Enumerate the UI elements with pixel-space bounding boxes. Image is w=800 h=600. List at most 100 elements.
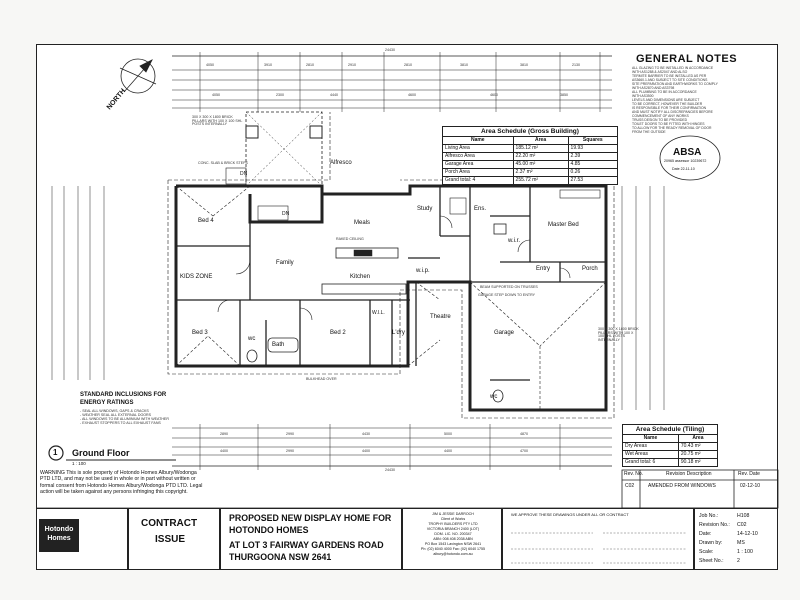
table-row: Alfresco Area 22.20 m² 2.39 (442, 152, 619, 161)
builder-line: TROPHY BUILDERS PTY LTD (428, 522, 478, 526)
list-item: - SEAL ALL WINDOWS, GAPS & CRACKS (80, 409, 149, 413)
area-schedule-tiling-title: Area Schedule (Tiling) (622, 424, 718, 434)
general-note-line: LEVELS AND DIMENSIONS ARE SUBJECT (632, 98, 700, 102)
table-row: Living Area 185.12 m² 19.93 (442, 144, 619, 153)
issue-label: ISSUE (155, 534, 186, 545)
dim-bottom-5: 4870 (520, 432, 528, 436)
revision-number: C02 (737, 522, 747, 528)
table-cell: Alfresco Area (442, 152, 514, 161)
revision-row-desc: AMENDED FROM WINDOWS (648, 483, 716, 489)
general-note-line: TOILET DOORS TO BE FITTED WITH HINGES (632, 122, 705, 126)
table-header: Area (677, 434, 719, 443)
dim-top2-1: 4050 (212, 93, 220, 97)
dim-bottom-overall: 24430 (385, 468, 395, 472)
general-note-line: TERMITE BARRIER TO BE INSTALLED AS PER (632, 74, 707, 78)
room-wir: w.i.r. (508, 238, 521, 244)
table-cell: 90.18 m² (677, 458, 719, 467)
table-cell: 20.75 m² (677, 450, 719, 459)
note-beam: BEAM SUPPORTED ON TRUSSES (480, 285, 538, 289)
table-cell: 22.20 m² (512, 152, 569, 161)
note-bulkhead: BULKHEAD OVER (306, 377, 337, 381)
general-note-line: TO BE CORRECT, HOWEVER THE BUILDER (632, 102, 703, 106)
general-note-line: IS RESPONSIBLE FOR THEIR CONFIRMATION (632, 106, 707, 110)
dim-bottom-3: 4430 (362, 432, 370, 436)
absa-stamp (659, 135, 721, 181)
dim-bottom-2: 2990 (286, 432, 294, 436)
job-number: H108 (737, 513, 750, 519)
builder-details-cell: JIM & JESSIE DARROCH Client of Works TRO… (402, 508, 502, 570)
general-note-line: SITE PREPARATION AND EARTHWORKS TO COMPL… (632, 82, 718, 86)
builder-line: PO Box 1543 Lavington NSW 2641 (424, 542, 482, 546)
builder-line: VICTORIA BRANCH 2400 (LOT) (426, 527, 480, 531)
list-item: - EXHAUST STOPPERS TO ALL EXHAUST FANS (80, 421, 161, 425)
general-note-line: ALL PLUMBING TO BE IN ACCORDANCE (632, 90, 697, 94)
general-notes-list: ALL GLAZING TO BE INSTALLED IN ACCORDANC… (632, 66, 768, 134)
approval-cell: WE APPROVE THESE DRAWINGS UNDER ALL OR C… (502, 508, 694, 570)
builder-line: DOM. LIC. NO. 200347 (434, 532, 472, 536)
project-line-4: THURGOONA NSW 2641 (229, 552, 332, 562)
room-wc2: wc (490, 394, 498, 400)
room-bed2: Bed 2 (330, 330, 346, 336)
dim-top-5: 2810 (404, 63, 412, 67)
general-notes-title: GENERAL NOTES (636, 53, 738, 65)
general-note-line: AS3660.1 AND SUBJECT TO SITE CONDITIONS (632, 78, 708, 82)
revision-row-date: 02-12-10 (740, 483, 761, 489)
dim-top-2: 3910 (264, 63, 272, 67)
revision-header-no: Rev. No. (624, 471, 644, 477)
note-dn-1: DN (240, 171, 248, 177)
dim-top2-5: 4600 (490, 93, 498, 97)
list-item: - WEATHER SEAL ALL EXTERNAL DOORS (80, 413, 152, 417)
dim-top-4: 2910 (348, 63, 356, 67)
table-cell: Dry Areas (622, 442, 679, 451)
contract-label: CONTRACT (141, 518, 198, 529)
absa-line2: Date 22-11-10 (672, 167, 695, 171)
drawing-info-cell: Job No.: Revision No.: Date: Drawn by: S… (694, 508, 778, 570)
view-title: Ground Floor (72, 448, 130, 458)
hotondo-logo: Hotondo Homes (39, 519, 79, 552)
table-cell: 0.26 (567, 168, 619, 177)
dim-top2-4: 4600 (408, 93, 416, 97)
area-schedule-tiling: Area Schedule (Tiling) Name Area Dry Are… (622, 424, 719, 467)
north-arrow (119, 58, 157, 94)
dim-bottom-1: 2890 (220, 432, 228, 436)
room-laundry: L'dry (392, 330, 405, 336)
builder-line: ABN: 008 408 2038 ABN (433, 537, 473, 541)
view-marker (48, 445, 64, 461)
general-note-line: TO ALLOW FOR THE READY REMOVAL OF DOOR (632, 126, 712, 130)
info-label: Sheet No.: (699, 558, 724, 564)
signature-lines (511, 532, 687, 564)
area-schedule-gross-table: Name Area Squares Living Area 185.12 m² … (442, 136, 619, 185)
room-meals: Meals (354, 220, 371, 226)
table-cell: 70.43 m² (677, 442, 719, 451)
room-alfresco: Alfresco (330, 160, 352, 166)
general-note-line: COMMENCEMENT OF ANY WORKS (632, 114, 689, 118)
table-cell: 27.53 (567, 176, 619, 185)
area-schedule-gross-title: Area Schedule (Gross Building) (442, 126, 618, 136)
room-master-bed: Master Bed (548, 222, 579, 228)
project-line-1: PROPOSED NEW DISPLAY HOME FOR (229, 513, 392, 523)
table-cell: Grand total: 6 (622, 458, 679, 467)
table-header: Squares (567, 136, 619, 145)
info-label: Job No.: (699, 513, 719, 519)
builder-line: Ph: (02) 6040 4000 Fax: (02) 6040 1755 (420, 547, 486, 551)
general-note-line: WITH AS3500 (632, 94, 654, 98)
logo-text-line: Hotondo (44, 526, 74, 533)
room-wc: wc (248, 336, 256, 342)
room-bath: Bath (272, 342, 285, 348)
approval-text: WE APPROVE THESE DRAWINGS UNDER ALL OR C… (511, 512, 629, 517)
standard-inclusions-list: - SEAL ALL WINDOWS, GAPS & CRACKS - WEAT… (80, 409, 169, 425)
room-entry: Entry (536, 266, 551, 272)
room-porch: Porch (582, 266, 598, 272)
dim-bottom2-1: 4400 (220, 449, 228, 453)
room-study: Study (417, 206, 433, 212)
room-kids-zone: KIDS ZONE (180, 274, 213, 280)
table-cell: 185.12 m² (512, 144, 569, 153)
drawing-scale: 1 : 100 (737, 549, 753, 555)
dim-bottom2-5: 4700 (520, 449, 528, 453)
general-note-line: AND MUST NOTIFY ALL DISCREPANCIES BEFORE (632, 110, 713, 114)
dim-top-8: 2130 (572, 63, 580, 67)
area-schedule-tiling-table: Name Area Dry Areas 70.43 m² Wet Areas 2… (622, 434, 719, 467)
table-cell: 2.39 (567, 152, 619, 161)
table-header: Name (442, 136, 514, 145)
project-address-cell: PROPOSED NEW DISPLAY HOME FOR HOTONDO HO… (220, 508, 402, 570)
